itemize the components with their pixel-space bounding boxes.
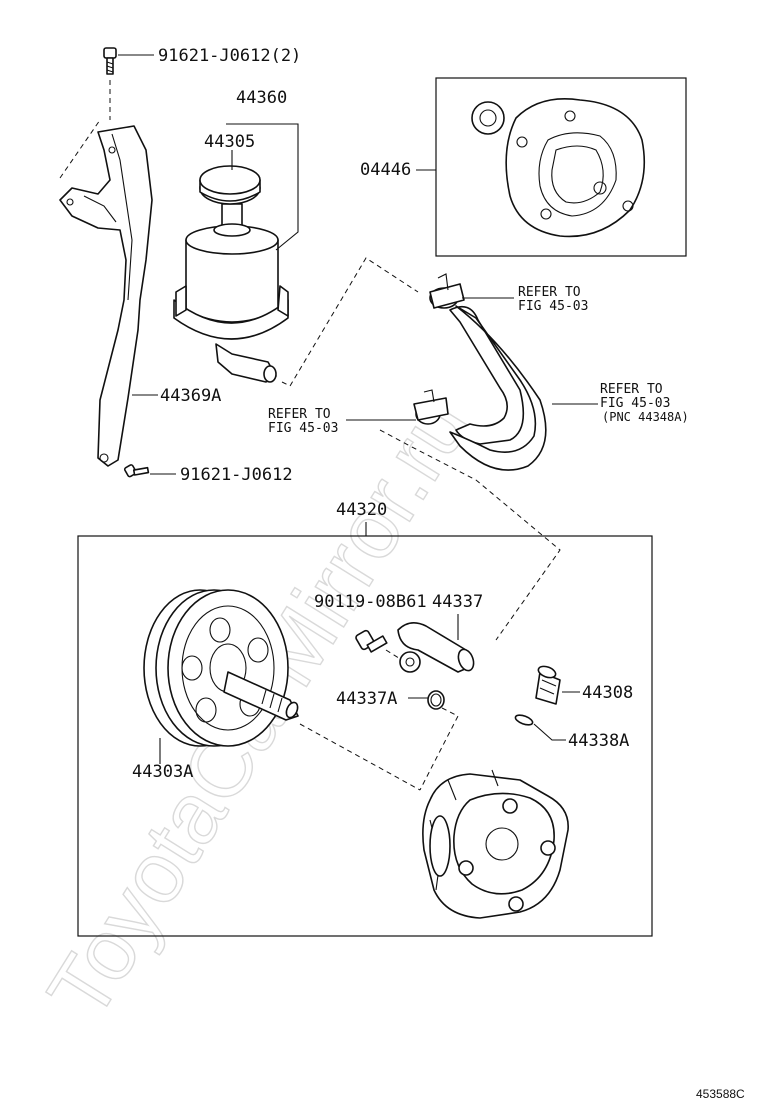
- dash-ring-pump: [419, 707, 459, 791]
- pump-assy-box: [77, 535, 653, 937]
- leader-44360: [226, 123, 299, 251]
- bolt-bottom: [123, 464, 150, 478]
- gasket-kit-04446: [471, 98, 646, 238]
- hose-clamp-lower: [413, 389, 449, 421]
- o-ring-44338a: [514, 714, 534, 726]
- label-44320: 44320: [336, 500, 387, 520]
- refer-upper-line1: REFER TO: [518, 285, 581, 300]
- union-bolt: [355, 629, 403, 661]
- refer-upper-line2: FIG 45-03: [518, 299, 588, 314]
- o-ring-44337a: [427, 690, 445, 710]
- refer-right-line2: FIG 45-03: [600, 396, 670, 411]
- label-44360: 44360: [236, 88, 287, 108]
- label-44303a: 44303A: [132, 762, 193, 782]
- label-90119-08b61: 90119-08B61: [314, 592, 427, 612]
- dash-pulley-pump: [299, 723, 421, 791]
- refer-right-line3: (PNC 44348A): [602, 410, 689, 424]
- reservoir-44360: [173, 203, 289, 383]
- figure-code: 453588C: [696, 1087, 745, 1101]
- label-44337a: 44337A: [336, 689, 397, 709]
- label-44308: 44308: [582, 683, 633, 703]
- label-44338a: 44338A: [568, 731, 629, 751]
- bracket-44369a: [59, 80, 153, 467]
- leader-44338a: [533, 723, 566, 741]
- dash-hose-pump: [379, 429, 561, 641]
- refer-left-line2: FIG 45-03: [268, 421, 338, 436]
- gasket-kit-box: [435, 77, 687, 257]
- label-44305: 44305: [204, 132, 255, 152]
- dash-reservoir-hose: [281, 257, 419, 387]
- label-04446: 04446: [360, 160, 411, 180]
- refer-right-line1: REFER TO: [600, 382, 663, 397]
- valve-44308: [535, 665, 561, 705]
- refer-left-line1: REFER TO: [268, 407, 331, 422]
- pump-body: [422, 769, 569, 919]
- label-91621-j0612: 91621-J0612: [180, 465, 293, 485]
- pulley-44303a: [143, 589, 299, 747]
- label-44369a: 44369A: [160, 386, 221, 406]
- union-44337: [397, 622, 475, 673]
- bolt-top: [103, 47, 117, 75]
- label-91621-j0612-2: 91621-J0612(2): [158, 46, 301, 66]
- hose-clamp-upper: [429, 273, 465, 309]
- label-44337: 44337: [432, 592, 483, 612]
- reservoir-cap-44305: [199, 165, 261, 205]
